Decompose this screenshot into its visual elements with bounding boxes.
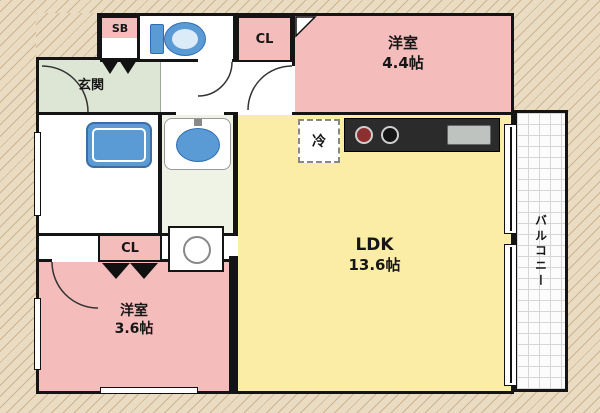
faucet-icon bbox=[194, 119, 202, 126]
balcony: バルコニー bbox=[514, 110, 568, 392]
wall bbox=[229, 256, 238, 392]
shoe-box: SB bbox=[100, 16, 140, 60]
window-band bbox=[34, 132, 41, 216]
window-band bbox=[100, 387, 198, 394]
entry-notch bbox=[36, 13, 100, 60]
wall bbox=[137, 13, 140, 62]
sliding-door bbox=[504, 124, 517, 234]
room-label-western-4-4: 洋室 4.4帖 bbox=[295, 34, 511, 73]
wall bbox=[39, 233, 238, 236]
washing-machine-icon bbox=[168, 226, 224, 272]
burner-icon bbox=[355, 126, 373, 144]
room-label-ldk: LDK 13.6帖 bbox=[238, 234, 511, 276]
balcony-label: バルコニー bbox=[533, 213, 548, 289]
room-ldk bbox=[238, 115, 511, 391]
toilet-icon bbox=[164, 22, 206, 56]
sliding-door bbox=[504, 244, 517, 386]
room-name: 洋室 bbox=[120, 303, 148, 319]
room-name: 洋室 bbox=[387, 34, 418, 52]
room-size: 3.6帖 bbox=[114, 321, 154, 338]
washing-machine-drum-icon bbox=[183, 236, 211, 264]
toilet-tank-icon bbox=[150, 24, 164, 54]
kitchen-sink bbox=[447, 125, 491, 145]
window-band bbox=[34, 298, 41, 370]
burner-icon bbox=[381, 126, 399, 144]
bathtub-icon bbox=[86, 122, 152, 168]
room-size: 4.4帖 bbox=[382, 53, 424, 72]
closet-top-label: CL bbox=[255, 31, 274, 47]
bathtub-inner-line bbox=[92, 128, 146, 162]
closet-side-label: CL bbox=[121, 240, 139, 256]
entrance-label-text: 玄関 bbox=[77, 78, 104, 93]
room-western-4-4 bbox=[295, 16, 511, 112]
washbasin-counter bbox=[164, 118, 231, 170]
wall bbox=[292, 13, 295, 66]
refrigerator-box: 冷 bbox=[298, 119, 340, 163]
wall bbox=[292, 112, 511, 115]
refrigerator-label: 冷 bbox=[312, 134, 326, 150]
toilet-bowl-icon bbox=[172, 29, 198, 49]
shoe-box-label-strip: SB bbox=[102, 18, 138, 38]
closet-top: CL bbox=[237, 16, 292, 62]
wall bbox=[233, 13, 238, 62]
wall bbox=[233, 115, 238, 236]
wall bbox=[39, 112, 176, 115]
sliding-door-rail bbox=[510, 247, 512, 383]
wall bbox=[100, 59, 198, 62]
wall bbox=[158, 115, 162, 233]
entrance-label: 玄関 bbox=[39, 78, 143, 95]
room-size: 13.6帖 bbox=[348, 256, 401, 275]
room-name: LDK bbox=[355, 235, 394, 255]
sliding-door-rail bbox=[510, 127, 512, 231]
kitchen-counter bbox=[344, 118, 500, 152]
room-label-western-3-6: 洋室 3.6帖 bbox=[39, 302, 229, 338]
entrance-step-line bbox=[160, 62, 161, 112]
wall bbox=[232, 59, 238, 62]
washbasin-bowl-icon bbox=[176, 128, 220, 162]
closet-side: CL bbox=[98, 234, 162, 262]
wall bbox=[39, 259, 52, 262]
shoe-box-label: SB bbox=[111, 21, 129, 35]
wall bbox=[224, 112, 238, 115]
